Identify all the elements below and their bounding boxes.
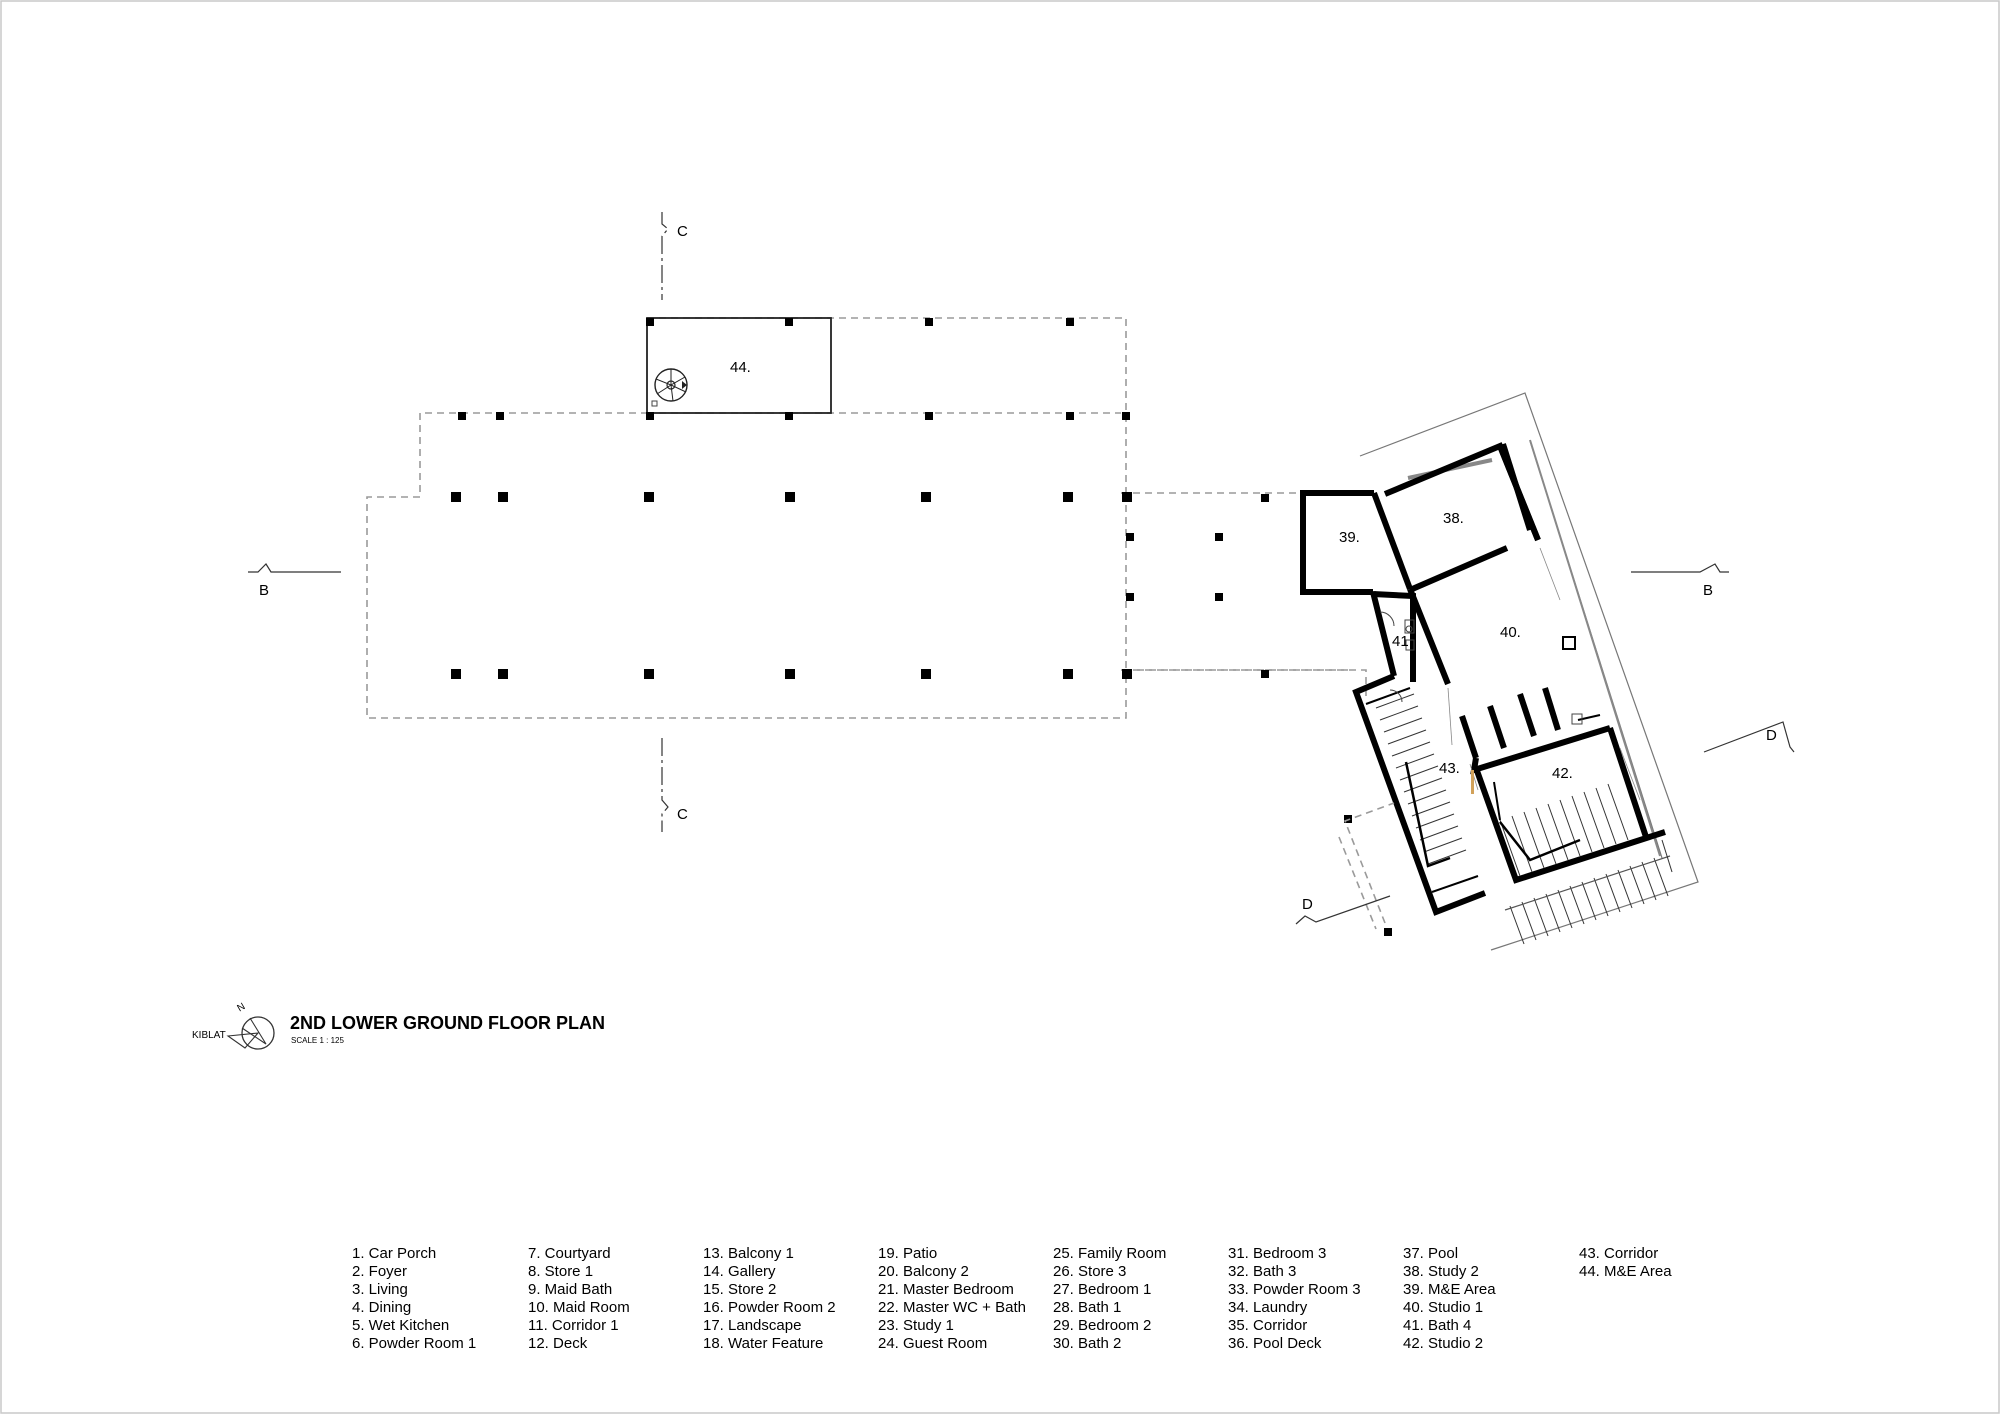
- svg-text:B: B: [259, 582, 269, 599]
- room-legend: 1. Car Porch 2. Foyer 3. Living 4. Dinin…: [352, 1245, 1752, 1355]
- legend-item: 14. Gallery: [703, 1263, 776, 1280]
- room-label-39: 39.: [1339, 529, 1360, 546]
- room-label-42: 42.: [1552, 765, 1573, 782]
- legend-item: 27. Bedroom 1: [1053, 1281, 1152, 1298]
- section-marker-c-bottom: C: [661, 738, 688, 832]
- legend-item: 26. Store 3: [1053, 1263, 1127, 1280]
- building-outline-dashed: [366, 317, 1367, 719]
- legend-item: 23. Study 1: [878, 1317, 954, 1334]
- svg-text:C: C: [677, 806, 688, 823]
- legend-item: 17. Landscape: [703, 1317, 802, 1334]
- room-labels: 44. 39. 38. 40. 41 43. 42.: [730, 359, 1573, 782]
- legend-item: 11. Corridor 1: [528, 1317, 619, 1334]
- legend-column: 7. Courtyard 8. Store 1 9. Maid Bath 10.…: [528, 1245, 698, 1353]
- legend-item: 44. M&E Area: [1579, 1263, 1672, 1280]
- legend-column: 37. Pool 38. Study 2 39. M&E Area 40. St…: [1403, 1245, 1573, 1353]
- legend-item: 42. Studio 2: [1403, 1335, 1484, 1352]
- legend-item: 43. Corridor: [1579, 1245, 1659, 1262]
- kiblat-label: KIBLAT: [192, 1030, 226, 1041]
- legend-item: 38. Study 2: [1403, 1263, 1479, 1280]
- legend-item: 24. Guest Room: [878, 1335, 988, 1352]
- legend-item: 18. Water Feature: [703, 1335, 824, 1352]
- legend-column: 25. Family Room 26. Store 3 27. Bedroom …: [1053, 1245, 1223, 1353]
- legend-item: 32. Bath 3: [1228, 1263, 1297, 1280]
- legend-item: 25. Family Room: [1053, 1245, 1167, 1262]
- section-d-guides: [1338, 802, 1395, 930]
- svg-text:D: D: [1302, 896, 1313, 913]
- section-marker-d-left: D: [1295, 895, 1391, 925]
- room-label-43: 43.: [1439, 760, 1460, 777]
- legend-item: 21. Master Bedroom: [878, 1281, 1014, 1298]
- legend-item: 31. Bedroom 3: [1228, 1245, 1327, 1262]
- legend-item: 19. Patio: [878, 1245, 938, 1262]
- legend-item: 6. Powder Room 1: [352, 1335, 477, 1352]
- section-marker-b-left: B: [248, 563, 341, 599]
- room-label-44: 44.: [730, 359, 751, 376]
- svg-text:C: C: [677, 223, 688, 240]
- legend-item: 34. Laundry: [1228, 1299, 1308, 1316]
- room-label-38: 38.: [1443, 510, 1464, 527]
- legend-item: 4. Dining: [352, 1299, 412, 1316]
- legend-item: 3. Living: [352, 1281, 408, 1298]
- legend-item: 30. Bath 2: [1053, 1335, 1122, 1352]
- legend-item: 13. Balcony 1: [703, 1245, 794, 1262]
- legend-item: 35. Corridor: [1228, 1317, 1308, 1334]
- compass-north-icon: KIBLAT N: [192, 1001, 275, 1050]
- section-marker-b-right: B: [1631, 563, 1729, 599]
- legend-item: 9. Maid Bath: [528, 1281, 613, 1298]
- legend-item: 15. Store 2: [703, 1281, 777, 1298]
- legend-item: 22. Master WC + Bath: [878, 1299, 1026, 1316]
- legend-item: 16. Powder Room 2: [703, 1299, 836, 1316]
- legend-item: 28. Bath 1: [1053, 1299, 1122, 1316]
- drawing-scale: SCALE 1 : 125: [291, 1036, 344, 1045]
- legend-column: 43. Corridor 44. M&E Area: [1579, 1245, 1749, 1281]
- legend-column: 19. Patio 20. Balcony 2 21. Master Bedro…: [878, 1245, 1048, 1353]
- legend-column: 1. Car Porch 2. Foyer 3. Living 4. Dinin…: [352, 1245, 522, 1353]
- legend-item: 41. Bath 4: [1403, 1317, 1472, 1334]
- legend-item: 1. Car Porch: [352, 1245, 437, 1262]
- room-44-mne-area: [646, 317, 832, 414]
- stair-flights: [1375, 693, 1673, 945]
- legend-item: 12. Deck: [528, 1335, 588, 1352]
- legend-item: 37. Pool: [1403, 1245, 1459, 1262]
- north-letter: N: [236, 1001, 248, 1014]
- door-swings: [1447, 547, 1641, 801]
- section-marker-d-right: D: [1703, 721, 1795, 753]
- room-label-41: 41: [1392, 633, 1409, 650]
- legend-item: 40. Studio 1: [1403, 1299, 1484, 1316]
- legend-column: 13. Balcony 1 14. Gallery 15. Store 2 16…: [703, 1245, 873, 1353]
- bath-fixtures: [1379, 611, 1583, 725]
- legend-item: 29. Bedroom 2: [1053, 1317, 1152, 1334]
- legend-item: 20. Balcony 2: [878, 1263, 969, 1280]
- legend-item: 33. Powder Room 3: [1228, 1281, 1361, 1298]
- legend-column: 31. Bedroom 3 32. Bath 3 33. Powder Room…: [1228, 1245, 1398, 1353]
- legend-item: 10. Maid Room: [528, 1299, 630, 1316]
- drawing-title: 2ND LOWER GROUND FLOOR PLAN: [290, 1013, 605, 1033]
- structural-columns: [451, 318, 1392, 936]
- east-wing-walls: [1300, 392, 1699, 951]
- legend-item: 8. Store 1: [528, 1263, 594, 1280]
- section-marker-c-top: C: [661, 212, 688, 300]
- legend-item: 36. Pool Deck: [1228, 1335, 1322, 1352]
- legend-item: 7. Courtyard: [528, 1245, 611, 1262]
- room-label-40: 40.: [1500, 624, 1521, 641]
- svg-text:D: D: [1766, 727, 1777, 744]
- legend-item: 5. Wet Kitchen: [352, 1317, 450, 1334]
- legend-item: 2. Foyer: [352, 1263, 408, 1280]
- svg-text:B: B: [1703, 582, 1713, 599]
- legend-item: 39. M&E Area: [1403, 1281, 1496, 1298]
